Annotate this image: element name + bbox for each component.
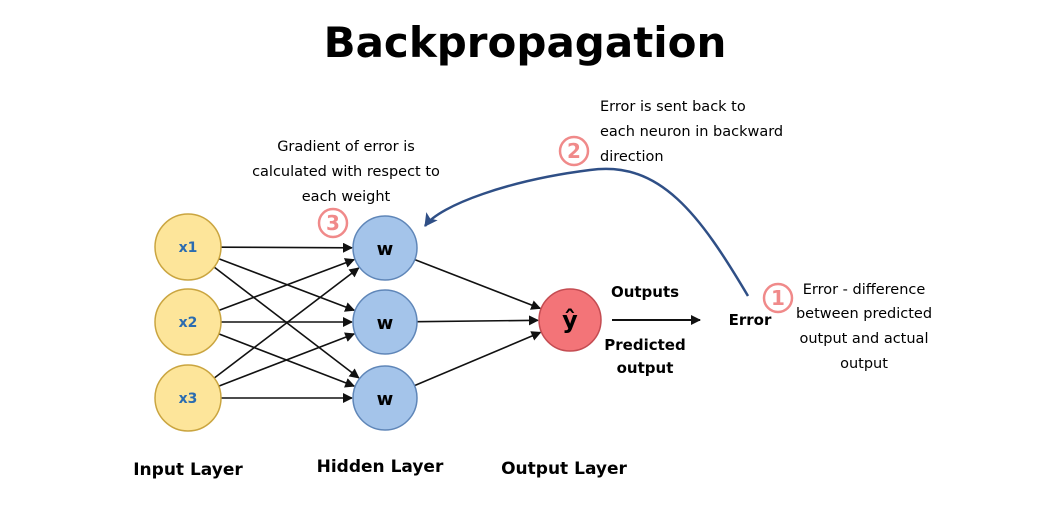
step-number: 3: [326, 211, 340, 235]
step-text-line: Error is sent back to: [600, 99, 746, 115]
step-1-description: Error - difference between predicted out…: [796, 282, 932, 372]
step-text-line: output and actual: [800, 331, 929, 347]
step-text-line: each weight: [302, 189, 391, 205]
weight-label: w: [377, 239, 394, 260]
hidden-output-connections: [414, 258, 542, 387]
input-hidden-connections: [213, 242, 360, 403]
connection-input-3-hidden-1: [213, 267, 360, 379]
output-layer-label: Output Layer: [501, 459, 627, 479]
hidden-layer-label: Hidden Layer: [317, 457, 444, 477]
output-node-label: ŷ: [562, 306, 578, 334]
step-badge-1: 1: [762, 282, 794, 314]
connection-input-3-hidden-2: [218, 332, 356, 387]
connection-hidden-1-output: [414, 258, 542, 310]
step-badge-2: 2: [558, 135, 590, 167]
input-node-label: x2: [179, 315, 198, 331]
step-text-line: Error - difference: [803, 282, 926, 298]
diagram-title: Backpropagation: [324, 18, 727, 67]
step-number: 1: [771, 286, 785, 310]
step-text-line: calculated with respect to: [252, 164, 440, 180]
hidden-node-3: w: [352, 365, 418, 431]
error-label: Error: [729, 311, 772, 329]
connection-input-1-hidden-1: [220, 242, 353, 253]
input-node-2: x2: [154, 288, 222, 356]
hidden-node-2: w: [352, 289, 418, 355]
input-node-label: x3: [179, 391, 198, 407]
step-text-line: output: [840, 356, 888, 372]
curved-arrow-left-icon: [423, 167, 750, 297]
connection-input-2-hidden-1: [218, 258, 356, 312]
step-text-line: each neuron in backward: [600, 124, 783, 140]
step-text-line: Gradient of error is: [277, 139, 415, 155]
step-number: 2: [567, 139, 581, 163]
input-layer-label: Input Layer: [133, 460, 243, 480]
output-node: ŷ: [538, 288, 602, 352]
input-node-label: x1: [179, 240, 198, 256]
input-node-3: x3: [154, 364, 222, 432]
input-node-1: x1: [154, 213, 222, 281]
weight-label: w: [377, 313, 394, 334]
predicted-output-label-line2: output: [617, 359, 674, 377]
step-2-description: Error is sent back to each neuron in bac…: [600, 99, 783, 165]
step-badge-3: 3: [317, 207, 349, 239]
outputs-label: Outputs: [611, 283, 679, 301]
predicted-output-label-line1: Predicted: [604, 336, 685, 354]
hidden-node-1: w: [352, 215, 418, 281]
connection-hidden-2-output: [416, 315, 539, 326]
step-text-line: direction: [600, 149, 664, 165]
connection-hidden-3-output: [414, 331, 542, 387]
step-3-description: Gradient of error is calculated with res…: [252, 139, 440, 205]
weight-label: w: [377, 389, 394, 410]
step-text-line: between predicted: [796, 306, 932, 322]
